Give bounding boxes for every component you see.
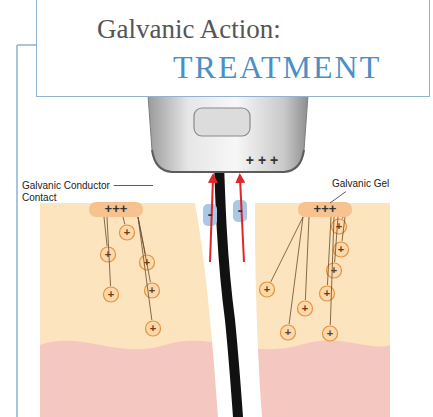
field-line xyxy=(289,217,303,324)
galvanic-device xyxy=(148,95,308,172)
charge-sign: + xyxy=(105,248,111,261)
charge-circle xyxy=(320,286,335,301)
field-line xyxy=(305,217,309,300)
charge-sign: + xyxy=(324,287,330,300)
field-line xyxy=(104,217,107,246)
frame-line xyxy=(17,45,36,417)
charge-circle xyxy=(140,255,155,270)
device-edge xyxy=(152,150,304,172)
charge-sign: + xyxy=(124,226,130,239)
charge-circle xyxy=(101,247,116,262)
charge-group xyxy=(101,217,349,341)
field-line xyxy=(123,217,125,224)
charge-sign: + xyxy=(327,327,333,340)
gel-patch xyxy=(89,202,143,217)
field-line xyxy=(327,217,331,285)
field-line xyxy=(342,217,345,241)
charge-sign: + xyxy=(336,220,342,233)
gel-patch xyxy=(298,202,352,217)
callout-label: Galvanic Gel xyxy=(332,178,412,190)
charge-sign: + xyxy=(150,322,156,335)
title-subtext: TREATMENT xyxy=(37,47,429,87)
charge-sign: + xyxy=(149,284,155,297)
charge-circle xyxy=(298,301,313,316)
charge-sign: + xyxy=(264,283,270,296)
charge-sign: + xyxy=(144,256,150,269)
callout-label: Galvanic Conductor Contact xyxy=(22,180,116,203)
device-slot xyxy=(194,108,250,136)
epidermis xyxy=(40,203,390,417)
charge-circle xyxy=(104,287,119,302)
negative-charge-patch xyxy=(233,200,247,222)
charge-circle xyxy=(281,325,296,340)
charge-label: + + + xyxy=(246,152,278,168)
charge-sign: + xyxy=(108,288,114,301)
charge-circle xyxy=(323,326,338,341)
charge-sign: + xyxy=(285,326,291,339)
current-arrow xyxy=(240,178,244,262)
leader-group xyxy=(114,186,346,204)
field-line xyxy=(138,217,150,282)
charge-label: +++ xyxy=(314,202,337,217)
charge-sign: + xyxy=(338,243,344,256)
negative-charge-patch xyxy=(203,204,217,226)
charge-sign: + xyxy=(302,302,308,315)
charge-sign: + xyxy=(331,264,337,277)
charge-label: - xyxy=(208,206,213,222)
charge-label: +++ xyxy=(105,202,128,217)
charge-circle xyxy=(145,283,160,298)
charge-circle xyxy=(260,282,275,297)
charge-circle xyxy=(146,321,161,336)
field-line xyxy=(271,217,303,282)
field-line xyxy=(138,217,152,320)
leader-line xyxy=(114,185,153,186)
charge-circle xyxy=(120,225,135,240)
title-text: Galvanic Action: xyxy=(37,13,429,47)
hair xyxy=(218,130,238,417)
charge-label: - xyxy=(238,202,243,218)
title-box: Galvanic Action:TREATMENT xyxy=(36,0,430,97)
field-line xyxy=(342,217,344,219)
